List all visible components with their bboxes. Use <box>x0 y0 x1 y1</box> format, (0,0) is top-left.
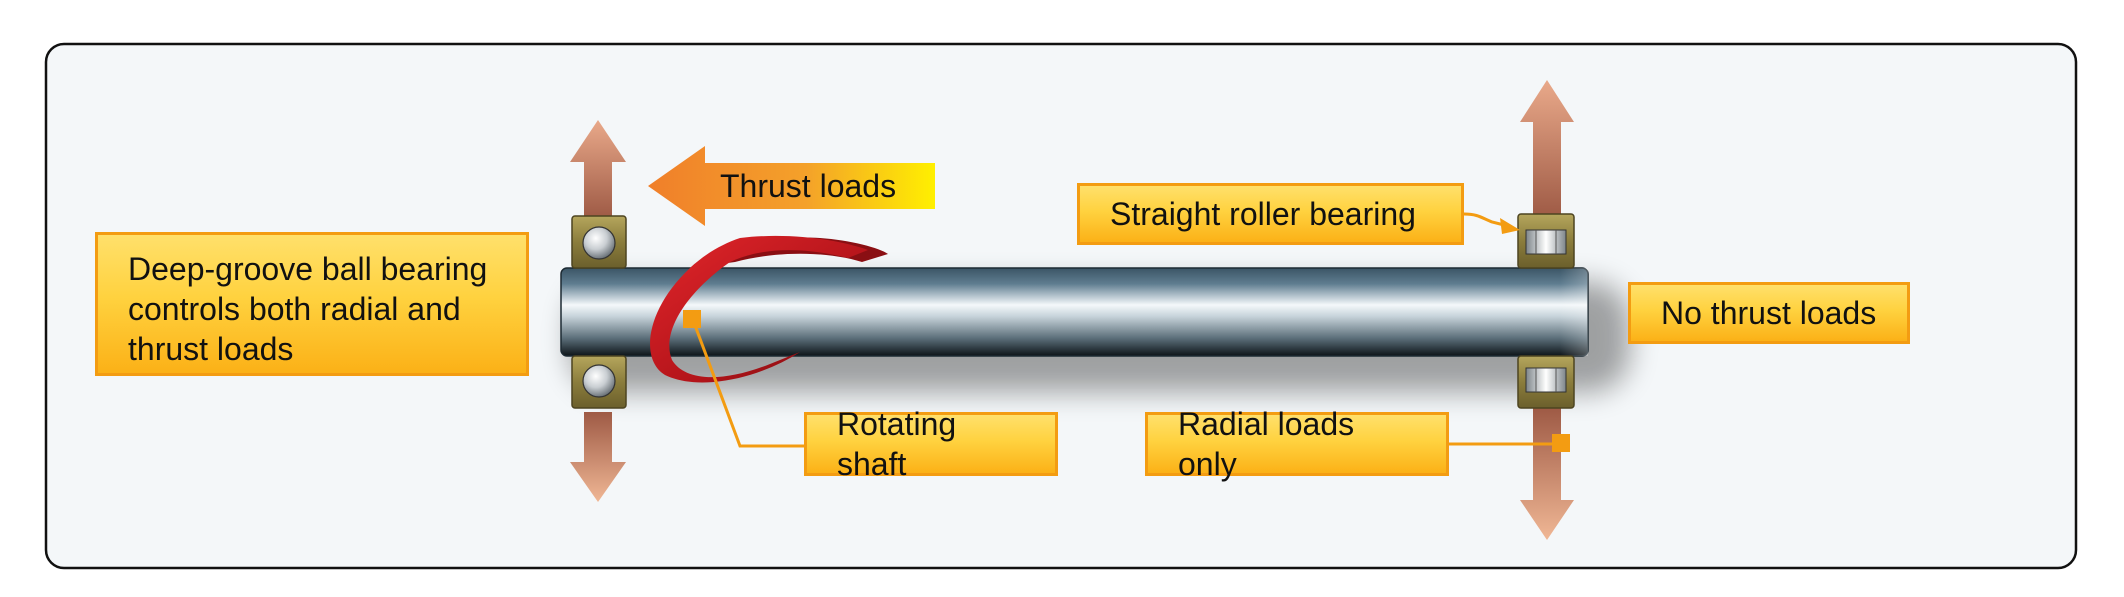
roller-bearing-label: Straight roller bearing <box>1077 183 1464 245</box>
leader-rotating-shaft <box>691 319 806 448</box>
thrust-loads-label: Thrust loads <box>720 168 897 204</box>
thrust-arrow <box>648 146 935 226</box>
radial-load-arrow-left <box>570 120 626 502</box>
rotation-ribbon <box>650 235 868 383</box>
leader-arrowhead <box>1500 218 1520 234</box>
radial-loads-label: Radial loads only <box>1145 406 1449 482</box>
ball-bearing <box>571 215 627 409</box>
shaft <box>560 267 1589 357</box>
roller-bearing <box>1517 213 1575 409</box>
ball-bearing-label: Deep-groove ball bearing controls both r… <box>95 232 529 376</box>
leader-dot-shaft <box>683 310 701 328</box>
rotating-shaft-label: Rotating shaft <box>804 406 1058 482</box>
leader-lines <box>691 212 1562 448</box>
leader-roller-bearing <box>1463 212 1509 228</box>
leader-dot-radial <box>1552 434 1570 452</box>
no-thrust-loads-label: No thrust loads <box>1628 282 1910 344</box>
